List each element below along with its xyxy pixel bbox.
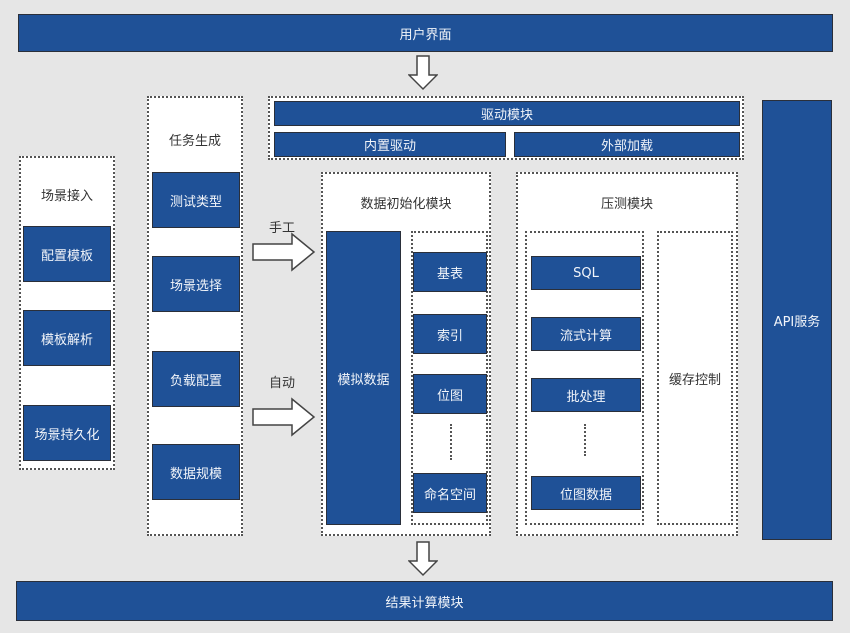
- config-template-block: 配置模板: [23, 226, 111, 282]
- task-generation-title: 任务生成: [168, 134, 221, 149]
- sql-block: SQL: [531, 256, 641, 290]
- bitmap-data-block: 位图数据: [531, 476, 641, 510]
- cache-control-block: 缓存控制: [657, 231, 733, 525]
- builtin-driver-block: 内置驱动: [274, 132, 506, 157]
- down-arrow-icon: [408, 55, 438, 91]
- scene-select-block: 场景选择: [152, 256, 240, 312]
- external-load-block: 外部加载: [514, 132, 740, 157]
- manual-right-arrow-icon: [252, 232, 316, 272]
- scene-access-title: 场景接入: [40, 189, 93, 204]
- result-compute-bar: 结果计算模块: [16, 581, 833, 621]
- data-scale-block: 数据规模: [152, 444, 240, 500]
- index-block: 索引: [413, 314, 487, 354]
- mock-data-block: 模拟数据: [326, 231, 401, 525]
- scene-persist-block: 场景持久化: [23, 405, 111, 461]
- base-table-block: 基表: [413, 252, 487, 292]
- stress-test-module-title: 压测模块: [600, 197, 653, 212]
- template-parse-block: 模板解析: [23, 310, 111, 366]
- down-arrow-icon: [408, 541, 438, 577]
- user-interface-bar: 用户界面: [18, 14, 833, 52]
- batch-process-block: 批处理: [531, 378, 641, 412]
- cache-control-label: 缓存控制: [668, 372, 721, 388]
- test-type-block: 测试类型: [152, 172, 240, 228]
- auto-right-arrow-icon: [252, 397, 316, 437]
- namespace-block: 命名空间: [413, 473, 487, 513]
- auto-label: 自动: [268, 376, 295, 391]
- api-service-block: API服务: [762, 100, 832, 540]
- driver-module-header: 驱动模块: [274, 101, 740, 126]
- ellipsis-dots: [584, 424, 586, 456]
- manual-label: 手工: [268, 221, 295, 236]
- data-init-module-title: 数据初始化模块: [360, 197, 452, 212]
- bitmap-block: 位图: [413, 374, 487, 414]
- stream-compute-block: 流式计算: [531, 317, 641, 351]
- ellipsis-dots: [450, 424, 452, 460]
- load-config-block: 负载配置: [152, 351, 240, 407]
